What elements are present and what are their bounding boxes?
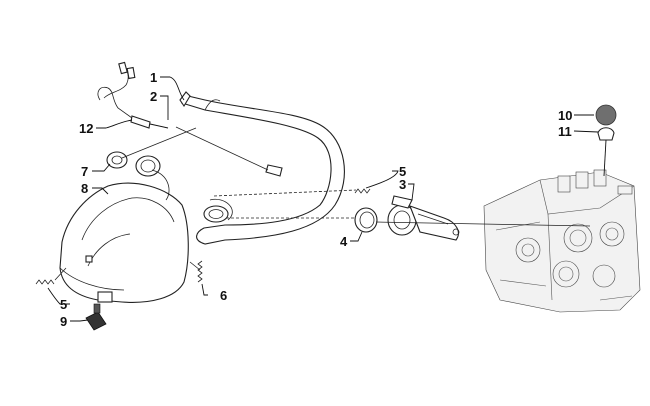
callout-3: 3: [399, 177, 406, 192]
gasket-11: [597, 127, 615, 177]
spring-right-6: [189, 260, 203, 283]
silencer-flange-7: [106, 151, 161, 177]
callout-6: 6: [220, 288, 227, 303]
callout-10: 10: [558, 108, 572, 123]
callout-4: 4: [340, 234, 348, 249]
callout-7: 7: [81, 164, 88, 179]
callout-5-spring-top: 5: [399, 164, 406, 179]
seal-ring-4: [354, 207, 378, 233]
leader-lines: [47, 76, 599, 322]
callout-11: 11: [558, 124, 572, 139]
expansion-chamber-pipe: [179, 91, 345, 245]
cap-10: [595, 104, 617, 126]
callout-labels: 1 2 3 4 5 5 6 7 8 9 10 11 12: [60, 70, 572, 329]
assembly-lines: [121, 126, 591, 227]
rubber-mount-9: [85, 303, 107, 331]
callout-1: 1: [150, 70, 157, 85]
spring-left-5: [35, 267, 67, 285]
callout-5-spring-left: 5: [60, 297, 67, 312]
callout-9: 9: [60, 314, 67, 329]
silencer-muffler: [59, 169, 189, 303]
engine-assembly: [483, 169, 641, 313]
spring-top-5: [354, 188, 371, 194]
callout-12: 12: [79, 121, 93, 136]
callout-8: 8: [81, 181, 88, 196]
exhaust-temperature-sensor: [97, 61, 169, 129]
callout-2: 2: [150, 89, 157, 104]
exhaust-manifold-3: [387, 195, 460, 241]
